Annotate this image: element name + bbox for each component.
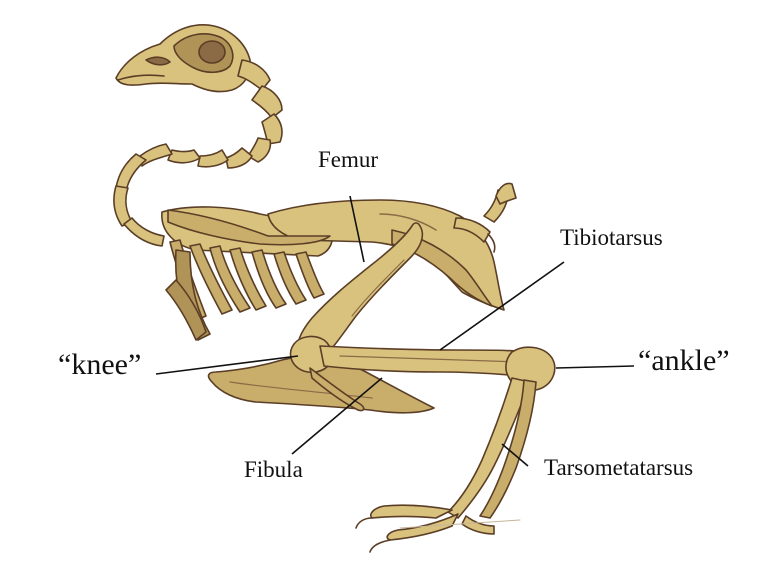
femur-leader bbox=[349, 195, 365, 263]
label-femur: Femur bbox=[318, 147, 379, 172]
label-tarsometatarsus: Tarsometatarsus bbox=[544, 455, 694, 480]
label-tibiotarsus: Tibiotarsus bbox=[560, 225, 663, 250]
tarsometatarsus-bone bbox=[447, 377, 531, 519]
tarsometatarsus-leader bbox=[501, 443, 529, 467]
label-ankle: “ankle” bbox=[638, 344, 730, 377]
label-knee: “knee” bbox=[58, 348, 142, 381]
neck-vertebrae bbox=[113, 59, 283, 247]
tibiotarsus-leader bbox=[439, 261, 565, 351]
tail-vertebrae bbox=[453, 182, 517, 253]
coracoid bbox=[165, 279, 207, 341]
foot-toes bbox=[355, 504, 495, 553]
scapula bbox=[167, 209, 331, 246]
ankle-leader bbox=[555, 365, 635, 369]
skull bbox=[115, 24, 252, 93]
knee-leader bbox=[155, 355, 299, 375]
label-fibula: Fibula bbox=[244, 457, 303, 482]
fibula-leader bbox=[291, 377, 383, 455]
fibula-bone bbox=[309, 367, 365, 412]
leader-lines bbox=[155, 195, 635, 467]
